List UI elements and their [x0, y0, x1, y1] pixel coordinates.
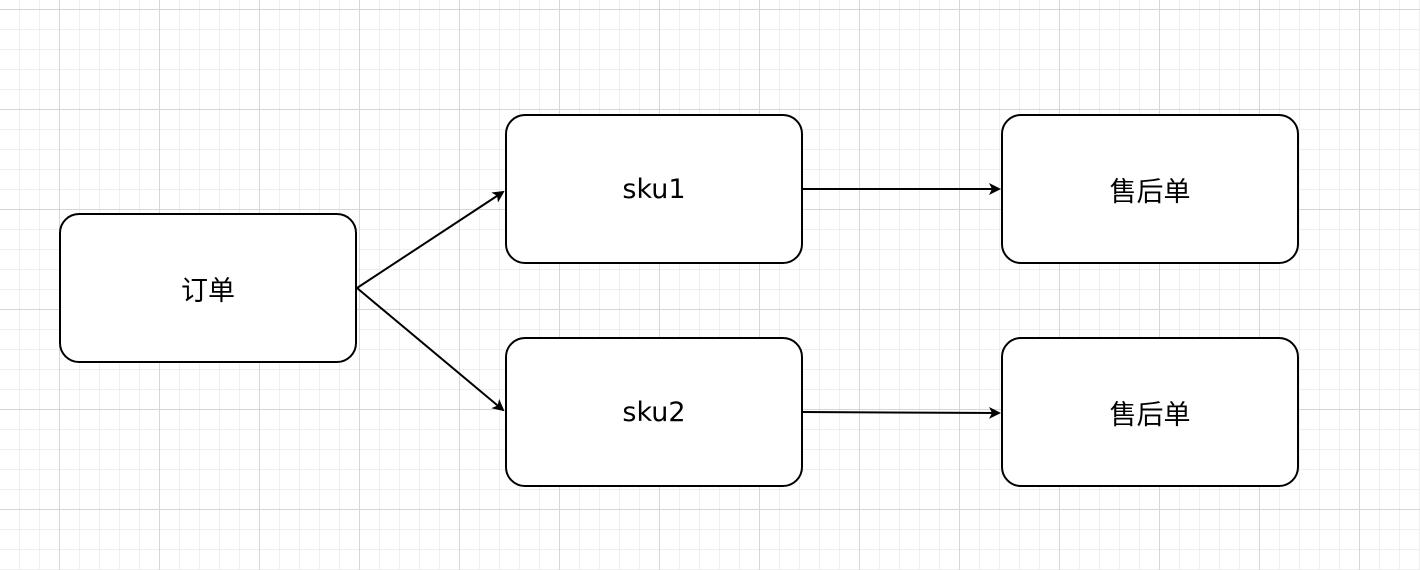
node-order[interactable]: 订单 — [59, 213, 357, 363]
node-sku1-label: sku1 — [622, 173, 686, 205]
node-sku2-label: sku2 — [622, 396, 686, 428]
node-after-sale-2-label: 售后单 — [1109, 399, 1191, 431]
node-sku2[interactable]: sku2 — [505, 337, 803, 487]
node-order-label: 订单 — [181, 275, 235, 307]
node-after-sale-1-label: 售后单 — [1109, 176, 1191, 208]
node-after-sale-2[interactable]: 售后单 — [1001, 337, 1299, 487]
edge-order-to-sku1[interactable] — [356, 190, 505, 289]
edge-order-to-sku2[interactable] — [356, 287, 505, 412]
node-sku1[interactable]: sku1 — [505, 114, 803, 264]
edge-sku2-to-after-sale-2[interactable] — [802, 406, 1001, 419]
node-after-sale-1[interactable]: 售后单 — [1001, 114, 1299, 264]
